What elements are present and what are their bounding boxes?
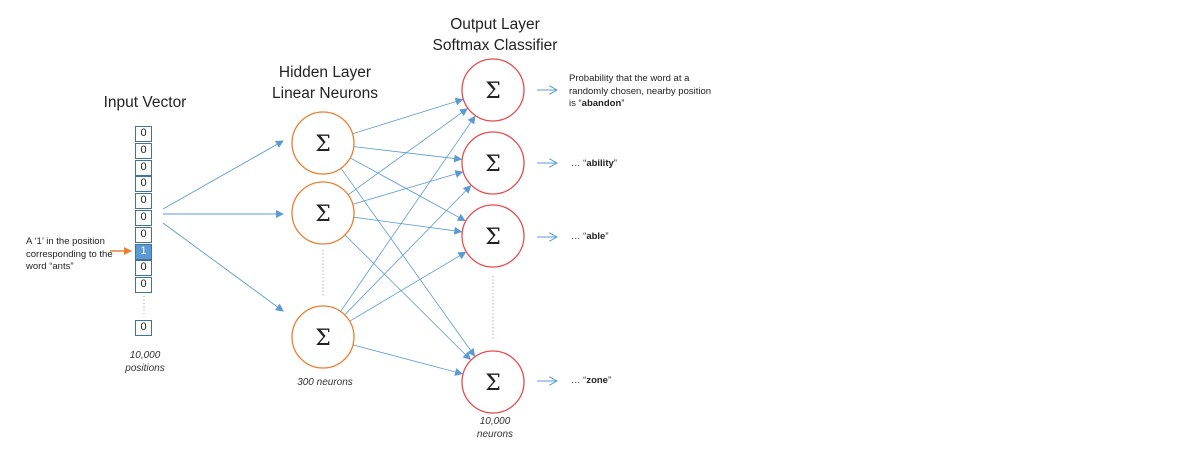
output-layer-caption: 10,000 neurons [450,415,540,441]
label-prefix: … “ [571,158,587,169]
sigma-symbol: Σ [485,152,501,177]
hidden-neuron-circle [291,305,355,369]
sigma-symbol: Σ [485,371,501,396]
abandon-word: abandon [581,98,622,109]
input-cell: 0 [135,260,152,277]
input-cell: 0 [135,226,152,243]
hidden-layer-heading: Hidden Layer Linear Neurons [250,62,400,104]
hidden-layer-neurons: Σ Σ Σ [291,111,355,369]
output-label-arrows [537,90,557,381]
hidden-to-output-connections [340,97,476,376]
output-label-able: … “able” [571,231,609,242]
output-word-ability: ability [586,158,614,169]
hidden-output-connection [350,157,466,222]
hidden-output-connection [353,216,463,235]
input-vector-heading: Input Vector [103,94,187,111]
hidden-output-connection [344,234,472,361]
hidden-output-connection [347,108,468,196]
hidden-output-connection [340,115,476,312]
input-cell-active: 1 [135,243,152,260]
output-neuron: Σ [461,350,525,414]
hidden-output-connection [349,251,467,322]
hidden-output-connection [344,185,472,316]
output-caption-line2: neurons [476,429,514,440]
output-neuron-circle [461,204,525,268]
input-cell: 0 [135,159,152,176]
sigma-symbol: Σ [485,225,501,250]
hidden-neuron: Σ [291,111,355,175]
hidden-neuron-circle [291,181,355,245]
ellipsis-dotted-lines [143,250,494,340]
input-connection [162,140,284,210]
hidden-neuron: Σ [291,181,355,245]
hidden-output-connection [352,344,464,376]
input-cell: 0 [135,210,152,226]
input-cell: 0 [135,126,152,142]
label-suffix: ” [607,375,612,386]
input-cell-last: 0 [135,320,152,336]
input-caption-line1: 10,000 [129,350,161,361]
hidden-neuron-circle [291,111,355,175]
output-neuron: Σ [461,131,525,195]
label-prefix: … “ [571,231,587,242]
input-cell: 0 [135,142,152,159]
hidden-heading-line1: Hidden Layer [278,64,372,81]
output-neuron: Σ [461,58,525,122]
output-layer-neurons: Σ Σ Σ Σ [461,58,525,414]
hidden-output-connection [352,97,464,135]
output-neuron-circle [461,131,525,195]
hidden-layer-caption: 300 neurons [297,377,353,388]
output-layer-heading: Output Layer Softmax Classifier [415,14,575,56]
hidden-output-connection [352,170,464,205]
active-cell-annotation: A ‘1’ in the position corresponding to t… [26,236,113,272]
sigma-symbol: Σ [485,79,501,104]
hidden-output-connection [353,146,463,163]
input-cell: 0 [135,193,152,210]
output-neuron: Σ [461,204,525,268]
output-heading-line1: Output Layer [450,16,540,33]
hidden-output-connection [340,168,476,357]
output-heading-line2: Softmax Classifier [432,37,558,54]
input-vector-caption: 10,000 positions [100,349,190,375]
output-word-able: able [586,231,606,242]
input-to-hidden-connections [162,140,284,312]
output-caption-line1: 10,000 [479,416,511,427]
output-word-zone: zone [586,375,608,386]
output-neuron-circle [461,350,525,414]
input-connection [162,222,284,312]
label-suffix: ” [605,231,609,242]
output-label-zone: … “zone” [571,375,611,386]
label-prefix: … “ [571,375,587,386]
input-cell: 0 [135,176,152,193]
output-neuron-circle [461,58,525,122]
sigma-symbol: Σ [315,202,331,227]
hidden-neuron: Σ [291,305,355,369]
hidden-heading-line2: Linear Neurons [272,85,378,102]
input-caption-line2: positions [125,363,165,374]
abandon-prefix: Probability that the word at a randomly … [569,73,712,109]
input-cell: 0 [135,277,152,294]
abandon-suffix: ” [621,98,625,109]
sigma-symbol: Σ [315,326,331,351]
label-suffix: ” [613,158,617,169]
sigma-symbol: Σ [315,132,331,157]
output-label-ability: … “ability” [571,158,617,169]
output-label-abandon: Probability that the word at a randomly … [569,73,719,111]
